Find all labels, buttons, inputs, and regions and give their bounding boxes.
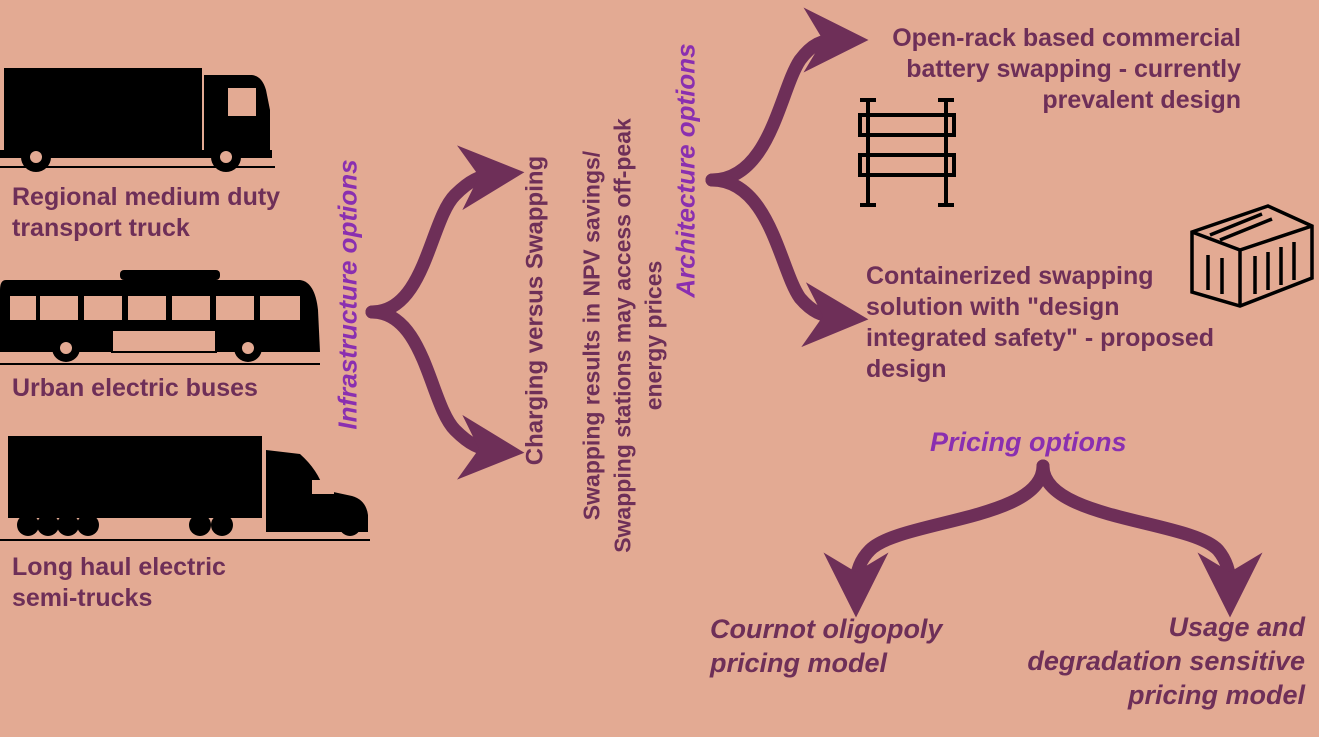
- swapping-result-line1: Swapping results in NPV savings/: [578, 150, 605, 521]
- semi-truck-icon: [0, 436, 370, 541]
- infrastructure-options-label: Infrastructure options: [332, 159, 363, 430]
- architecture-branch-arrows: [705, 7, 869, 348]
- open-rack-line2: battery swapping - currently: [906, 55, 1241, 83]
- open-rack-text: Open-rack based commercial battery swapp…: [892, 23, 1241, 116]
- vehicle-label-truck-line2: transport truck: [12, 214, 190, 242]
- vehicle-label-bus-line1: Urban electric buses: [12, 374, 258, 402]
- vehicle-label-truck-line1: Regional medium duty: [12, 183, 281, 211]
- infrastructure-branch-arrows: [365, 145, 525, 480]
- pricing-options-label: Pricing options: [930, 427, 1127, 457]
- open-rack-icon: [858, 98, 956, 207]
- cournot-model-text: Cournot oligopoly pricing model: [710, 612, 942, 680]
- charging-vs-swapping-label: Charging versus Swapping: [521, 155, 549, 466]
- container-line4: design: [866, 355, 947, 383]
- vehicle-label-semi-line2: semi-trucks: [12, 584, 153, 612]
- usage-degradation-model-text: Usage and degradation sensitive pricing …: [1027, 610, 1305, 712]
- bus-icon: [0, 270, 320, 365]
- vehicle-label-bus: Urban electric buses: [12, 373, 258, 404]
- open-rack-line3: prevalent design: [1042, 86, 1241, 114]
- container-line3: integrated safety" - proposed: [866, 324, 1215, 352]
- vehicle-label-semi: Long haul electric semi-trucks: [12, 552, 226, 614]
- usage-line1: Usage and: [1168, 612, 1305, 642]
- usage-line2: degradation sensitive: [1027, 646, 1305, 676]
- cournot-line2: pricing model: [710, 648, 888, 678]
- vehicle-label-truck: Regional medium duty transport truck: [12, 182, 280, 244]
- box-truck-icon: [0, 68, 275, 172]
- swapping-result-text: Swapping results in NPV savings/ Swappin…: [577, 116, 670, 556]
- cournot-line1: Cournot oligopoly: [710, 614, 943, 644]
- open-rack-line1: Open-rack based commercial: [892, 24, 1241, 52]
- architecture-options-label: Architecture options: [670, 43, 701, 298]
- container-line2: solution with "design: [866, 293, 1120, 321]
- pricing-branch-arrows: [823, 459, 1263, 618]
- vehicle-label-semi-line1: Long haul electric: [12, 553, 226, 581]
- swapping-result-line2: Swapping stations may access off-peak: [609, 118, 636, 553]
- swapping-result-line3: energy prices: [640, 260, 667, 411]
- container-text: Containerized swapping solution with "de…: [866, 261, 1214, 385]
- usage-line3: pricing model: [1127, 680, 1305, 710]
- container-line1: Containerized swapping: [866, 262, 1154, 290]
- container-icon: [1190, 204, 1314, 308]
